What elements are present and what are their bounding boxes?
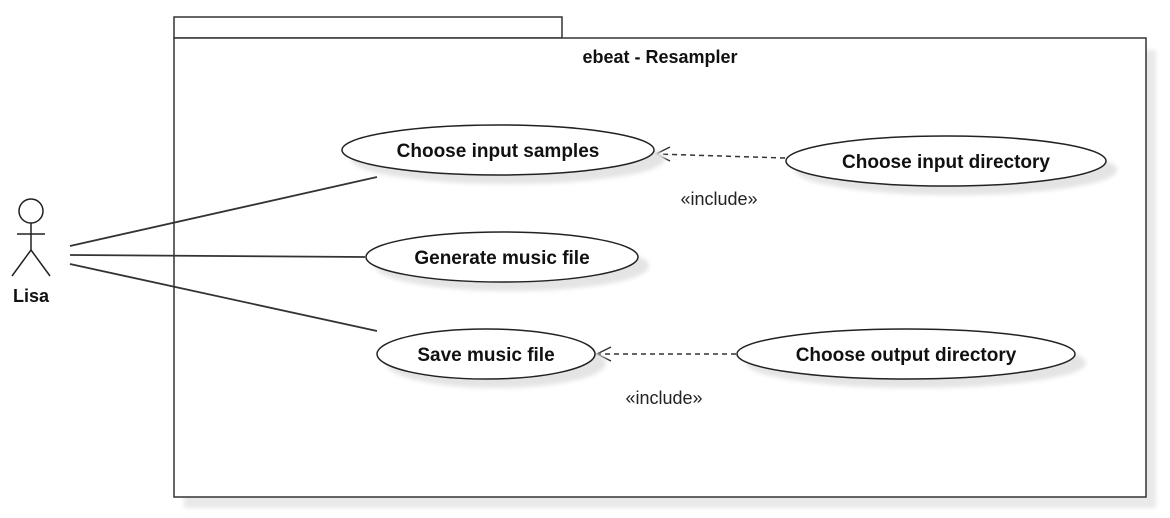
- include-label-input: «include»: [680, 189, 757, 209]
- use-case-label: Generate music file: [414, 248, 589, 269]
- system-title: ebeat - Resampler: [582, 47, 737, 67]
- association-generate-music-file: [69, 254, 366, 258]
- actor-stick-figure-icon: [11, 198, 51, 277]
- association-save-music-file: [69, 263, 378, 332]
- use-case-save-music-file[interactable]: Save music file: [376, 328, 606, 388]
- use-case-ellipse: [376, 328, 596, 380]
- actor-name: Lisa: [13, 286, 50, 306]
- use-case-label: Save music file: [417, 345, 554, 366]
- system-boundary-frame: [173, 37, 1147, 498]
- include-line-input: [656, 153, 786, 159]
- use-case-choose-output-directory[interactable]: Choose output directory: [736, 328, 1086, 388]
- use-case-ellipse: [785, 135, 1107, 187]
- use-case-ellipse: [736, 328, 1076, 380]
- associations: [69, 176, 378, 332]
- use-case-ellipse: [365, 231, 639, 283]
- use-case-choose-input-samples[interactable]: Choose input samples: [341, 124, 665, 184]
- use-case-label: Choose output directory: [796, 345, 1017, 366]
- use-case-ellipse: [341, 124, 655, 176]
- use-case-label: Choose input directory: [842, 152, 1050, 173]
- use-case-label: Choose input samples: [397, 141, 600, 162]
- system-package-tab: [173, 16, 563, 39]
- use-case-generate-music-file[interactable]: Generate music file: [365, 231, 649, 291]
- actor-lisa: Lisa: [11, 198, 51, 306]
- use-case-choose-input-directory[interactable]: Choose input directory: [785, 135, 1117, 195]
- system-boundary: ebeat - Resampler: [173, 16, 1156, 508]
- association-choose-input-samples: [69, 176, 378, 247]
- include-label-output: «include»: [625, 388, 702, 408]
